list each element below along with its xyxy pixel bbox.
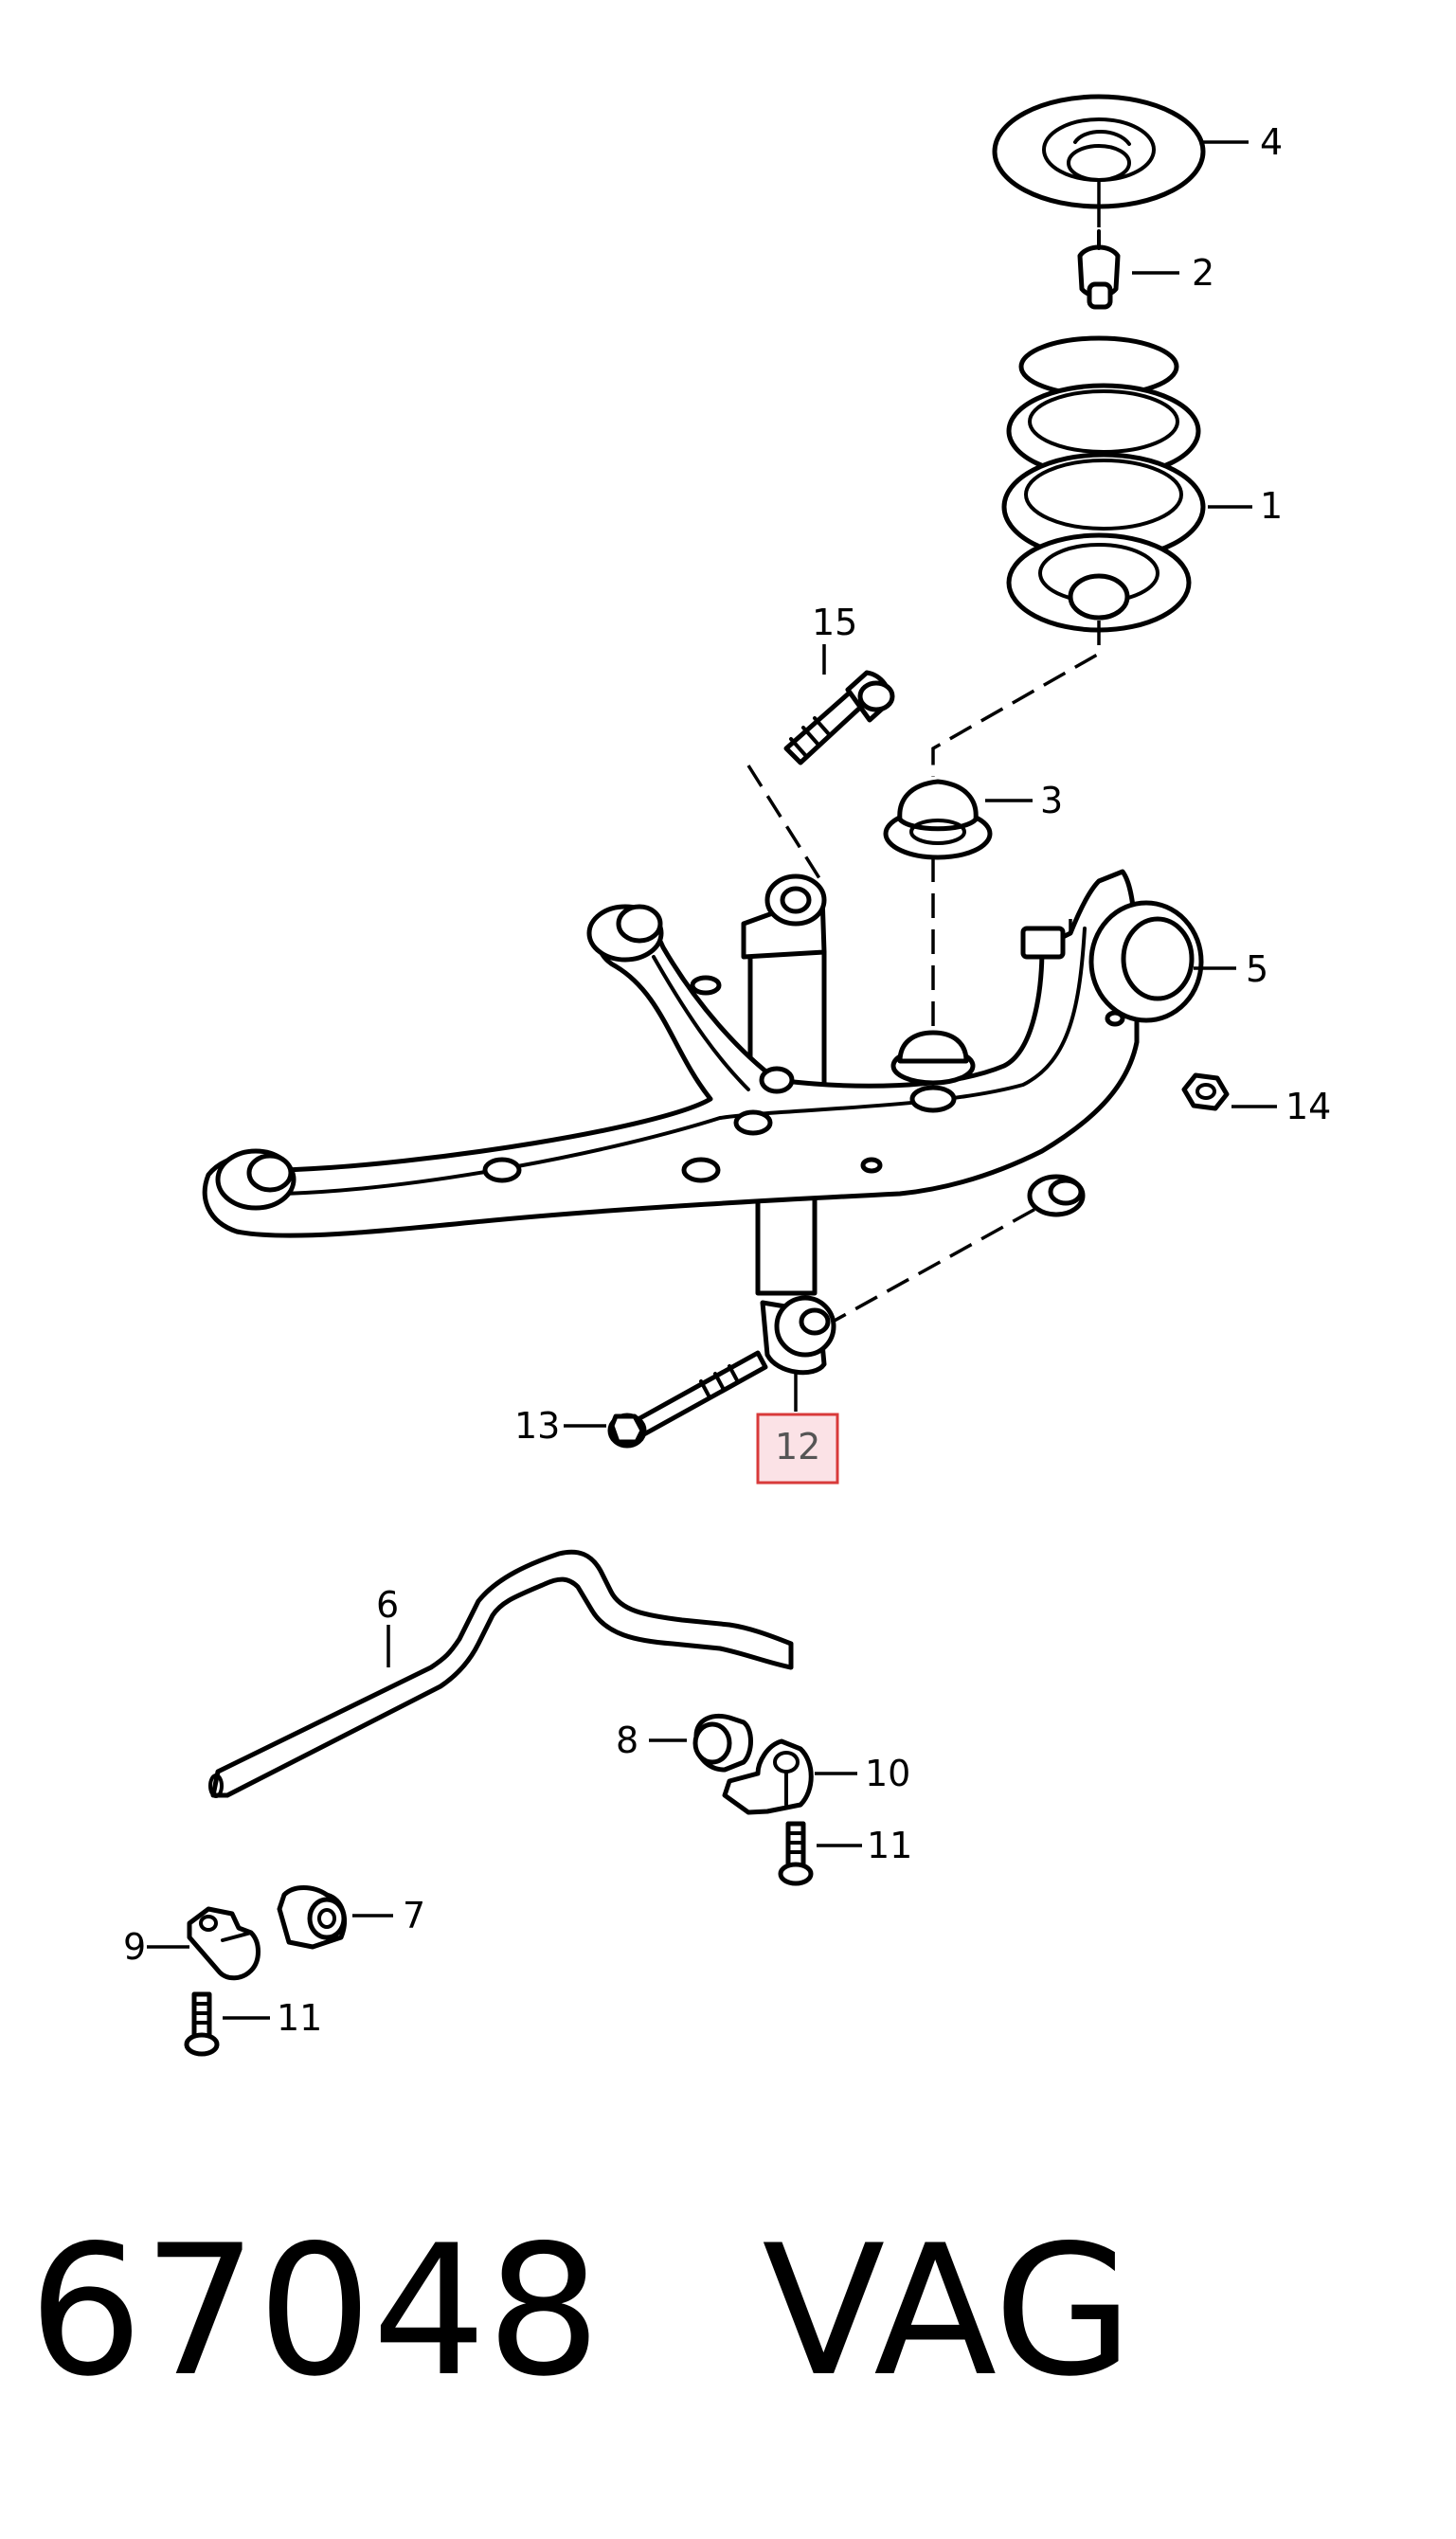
callout-6: 6 <box>376 1584 399 1626</box>
part-2-bump-stop <box>1077 229 1121 310</box>
callout-10: 10 <box>865 1753 910 1794</box>
part-7-bushing <box>277 1885 347 1950</box>
part-12-bushing <box>760 1295 836 1376</box>
callout-9: 9 <box>123 1926 146 1968</box>
callout-15: 15 <box>812 602 857 643</box>
callout-8: 8 <box>616 1720 638 1761</box>
part-15-bolt <box>783 670 895 765</box>
part-8-bushing <box>692 1713 753 1773</box>
part-14-nut <box>1181 1072 1230 1111</box>
part-1-coil-spring <box>1001 335 1206 633</box>
callout-5: 5 <box>1246 948 1268 990</box>
callout-12: 12 <box>775 1426 820 1468</box>
part-9-clamp <box>187 1906 261 1981</box>
callout-11-lower: 11 <box>277 1997 322 2039</box>
part-11-screw-upper <box>778 1821 814 1886</box>
part-3-rubber-mount <box>883 779 993 860</box>
callout-1: 1 <box>1260 485 1283 527</box>
part-13-bolt <box>607 1350 768 1449</box>
callout-14: 14 <box>1285 1086 1331 1127</box>
callout-4: 4 <box>1260 121 1283 163</box>
callout-2: 2 <box>1192 252 1214 294</box>
rear-axle-subframe <box>202 869 1204 1238</box>
callout-13: 13 <box>514 1405 560 1447</box>
callout-3: 3 <box>1040 780 1063 821</box>
callout-7: 7 <box>403 1895 425 1936</box>
brand-name: VAG <box>762 2206 1134 2416</box>
part-6-stabilizer-bar <box>208 1549 794 1798</box>
callout-11-upper: 11 <box>867 1825 912 1866</box>
part-10-clamp <box>722 1738 814 1815</box>
part-11-screw-lower <box>184 1991 220 2057</box>
highlight-box-12 <box>756 1413 839 1485</box>
part-number: 67048 <box>28 2206 602 2416</box>
